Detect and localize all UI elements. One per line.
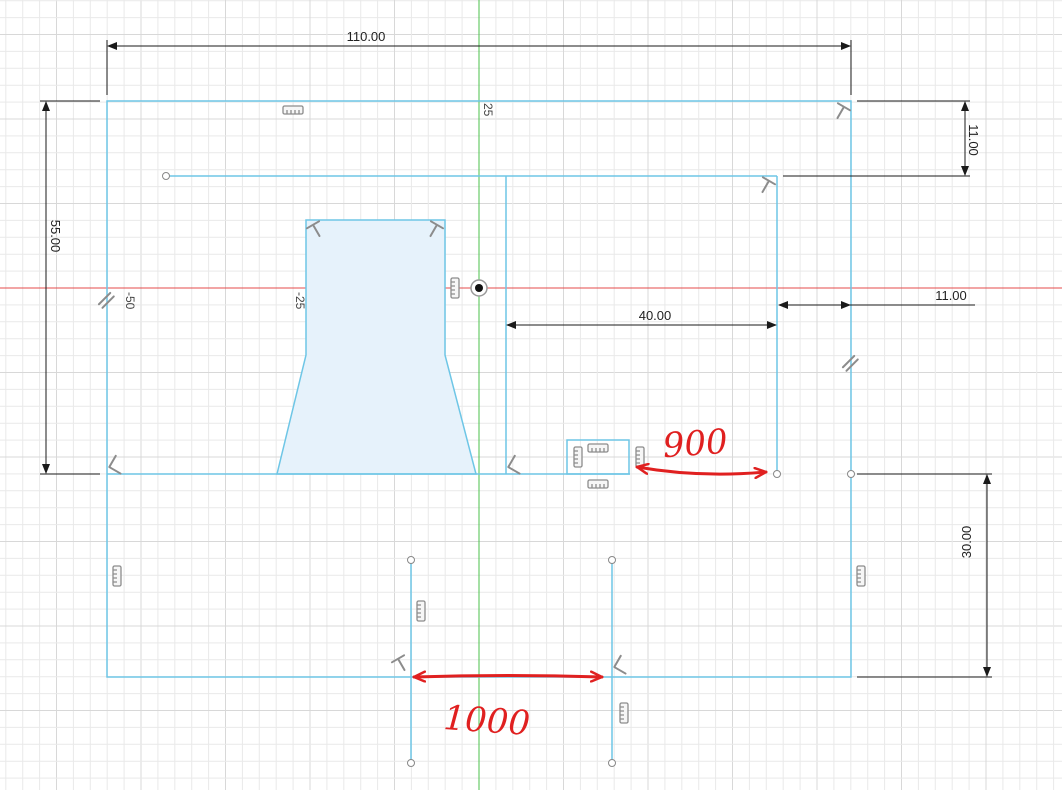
horizontal-vertical-constraint-icon[interactable] <box>416 600 426 622</box>
annotation-text-900: 900 <box>661 422 729 466</box>
horizontal-vertical-constraint-icon[interactable] <box>282 105 304 115</box>
annotation-arrow-900 <box>635 467 768 474</box>
horizontal-vertical-constraint-icon[interactable] <box>112 565 122 587</box>
dimension-label-overall-height[interactable]: 55.00 <box>48 220 63 253</box>
perpendicular-constraint-icon[interactable] <box>390 654 411 673</box>
axis-label-minus25: -25 <box>293 292 307 310</box>
axis-label-25: 25 <box>481 103 495 117</box>
annotation-text-1000: 1000 <box>442 698 531 744</box>
dimension-label-top-offset[interactable]: 11.00 <box>966 124 981 156</box>
horizontal-vertical-constraint-icon[interactable] <box>450 277 460 299</box>
dimension-top-offset[interactable] <box>783 100 970 177</box>
perpendicular-constraint-icon[interactable] <box>424 220 445 239</box>
small-slot-rectangle[interactable] <box>566 439 630 475</box>
horizontal-vertical-constraint-icon[interactable] <box>619 702 629 724</box>
sketch-point[interactable] <box>608 556 616 564</box>
dimension-label-overall-width[interactable]: 110.00 <box>347 29 386 44</box>
dimension-label-inner-width[interactable]: 40.00 <box>639 308 672 323</box>
perpendicular-constraint-icon[interactable] <box>507 454 526 475</box>
perpendicular-constraint-icon[interactable] <box>831 102 852 121</box>
horizontal-vertical-constraint-icon[interactable] <box>587 443 609 453</box>
sketch-point[interactable] <box>847 470 855 478</box>
dimension-lower-height[interactable] <box>857 473 992 678</box>
sketch-point[interactable] <box>773 470 781 478</box>
dimension-label-lower-height[interactable]: 30.00 <box>959 526 974 559</box>
sketch-point[interactable] <box>608 759 616 767</box>
sketch-point[interactable] <box>162 172 170 180</box>
closed-profile[interactable] <box>276 219 477 475</box>
dimension-label-right-offset[interactable]: 11.00 <box>935 288 967 303</box>
sketch-point[interactable] <box>407 556 415 564</box>
sketch-point[interactable] <box>407 759 415 767</box>
origin-point-icon[interactable] <box>470 279 488 297</box>
horizontal-vertical-constraint-icon[interactable] <box>856 565 866 587</box>
perpendicular-constraint-icon[interactable] <box>613 654 632 675</box>
perpendicular-constraint-icon[interactable] <box>305 220 326 239</box>
horizontal-vertical-constraint-icon[interactable] <box>573 446 583 468</box>
parallel-constraint-icon[interactable] <box>841 354 859 372</box>
perpendicular-constraint-icon[interactable] <box>756 176 777 195</box>
dimension-overall-width[interactable] <box>106 40 852 95</box>
horizontal-vertical-constraint-icon[interactable] <box>587 479 609 489</box>
parallel-constraint-icon[interactable] <box>97 291 115 309</box>
dimension-overall-height[interactable] <box>40 100 100 475</box>
perpendicular-constraint-icon[interactable] <box>108 454 127 475</box>
annotation-arrow-1000 <box>412 676 604 678</box>
horizontal-vertical-constraint-icon[interactable] <box>635 446 645 468</box>
axis-label-minus50: -50 <box>123 292 137 310</box>
